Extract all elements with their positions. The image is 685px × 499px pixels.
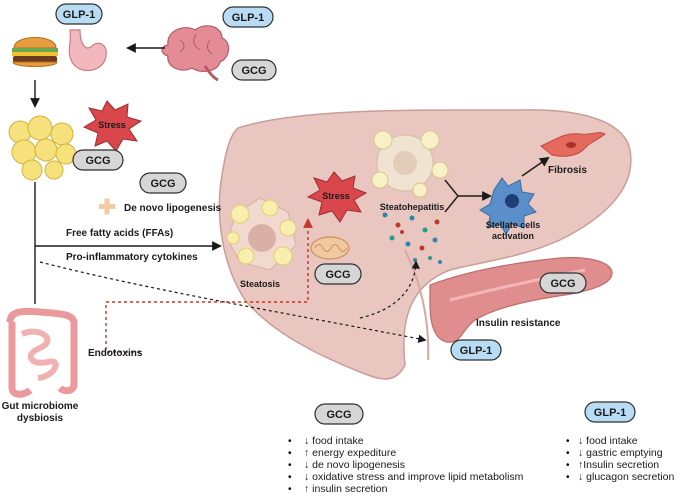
svg-text:GCG: GCG <box>150 178 175 190</box>
svg-text:GLP-1: GLP-1 <box>460 345 492 357</box>
stress-star-liver <box>306 171 368 223</box>
svg-text:↑ insulin secretion: ↑ insulin secretion <box>304 483 388 495</box>
bullet-icon: • <box>288 460 292 471</box>
svg-text:↓ oxidative stress and improve: ↓ oxidative stress and improve lipid met… <box>304 471 524 483</box>
bullet-icon: • <box>566 460 570 471</box>
glp1-badge-legend: GLP-1 <box>584 401 636 423</box>
svg-text:GCG: GCG <box>326 409 351 421</box>
fibrosis-label: Fibrosis <box>548 165 587 176</box>
pancreas <box>429 257 613 343</box>
ffa-label: Free fatty acids (FFAs) <box>66 228 173 239</box>
gut-label-1: Gut microbiome <box>2 401 79 412</box>
gcg-badge-adipose: GCG <box>72 149 124 171</box>
stomach-icon <box>68 29 107 72</box>
stellate-label-2: activation <box>492 231 534 241</box>
stress-label-liver: Stress <box>322 191 350 201</box>
fibroblast <box>540 132 606 157</box>
bullet-icon: • <box>288 484 292 495</box>
steatohepatitis-label: Steatohepatitis <box>380 202 445 212</box>
svg-text:↓ gastric emptying: ↓ gastric emptying <box>578 447 663 459</box>
plus-icon <box>99 198 115 215</box>
steatosis-label: Steatosis <box>240 279 280 289</box>
bullet-icon: • <box>288 472 292 483</box>
stellate-cell <box>479 177 537 235</box>
mitochondrion <box>310 236 350 260</box>
glp1-effects-list: • ↓ food intake • ↓ gastric emptying • ↑… <box>566 435 674 483</box>
svg-text:↑ energy expediture: ↑ energy expediture <box>304 447 396 459</box>
svg-text:↓ food intake: ↓ food intake <box>578 435 638 447</box>
svg-text:↑Insulin secretion: ↑Insulin secretion <box>578 459 659 471</box>
bullet-icon: • <box>566 436 570 447</box>
bullet-icon: • <box>288 436 292 447</box>
stress-label-left: Stress <box>98 120 126 130</box>
gcg-badge-liver: GCG <box>314 263 362 285</box>
bullet-icon: • <box>566 448 570 459</box>
liver <box>218 109 632 380</box>
svg-text:↓ de novo lipogenesis: ↓ de novo lipogenesis <box>304 459 405 471</box>
gcg-badge-brain: GCG <box>231 59 277 81</box>
glp1-badge-top-left: GLP-1 <box>55 3 103 25</box>
gut-label-2: dysbiosis <box>17 413 64 424</box>
glp1-badge-top: GLP-1 <box>222 6 274 28</box>
gcg-effects-list: • ↓ food intake • ↑ energy expediture • … <box>288 435 524 495</box>
svg-text:GLP-1: GLP-1 <box>594 407 626 419</box>
steatosis-cell <box>226 197 297 271</box>
svg-text:↓ food intake: ↓ food intake <box>304 435 364 447</box>
svg-text:GCG: GCG <box>85 155 110 167</box>
gcg-badge-lipogenesis: GCG <box>139 172 187 194</box>
gcg-badge-pancreas: GCG <box>539 272 587 294</box>
svg-text:GCG: GCG <box>325 269 350 281</box>
svg-text:GCG: GCG <box>550 278 575 290</box>
adipocytes-icon <box>8 115 77 181</box>
stellate-label-1: Stellate cells <box>486 220 541 230</box>
svg-text:GLP-1: GLP-1 <box>63 9 95 21</box>
endotoxins-label: Endotoxins <box>88 348 143 359</box>
bullet-icon: • <box>288 448 292 459</box>
inflammatory-dots <box>382 212 442 264</box>
bullet-icon: • <box>566 472 570 483</box>
burger-icon <box>12 37 58 67</box>
brain-icon <box>161 25 230 82</box>
glp1-badge-pancreas: GLP-1 <box>450 339 502 361</box>
de-novo-label: De novo lipogenesis <box>124 203 222 214</box>
intestine-icon <box>6 307 78 398</box>
liver-arrows <box>444 156 550 213</box>
insulin-resistance-label: Insulin resistance <box>476 318 561 329</box>
gcg-badge-legend: GCG <box>314 403 364 425</box>
cytokines-label: Pro-inflammatory cytokines <box>66 252 198 263</box>
svg-text:GLP-1: GLP-1 <box>232 12 264 24</box>
svg-text:GCG: GCG <box>241 65 266 77</box>
svg-text:↓ glucagon secretion: ↓ glucagon secretion <box>578 471 674 483</box>
steatohepatitis-cells <box>371 130 449 198</box>
flow-lines <box>30 43 427 353</box>
